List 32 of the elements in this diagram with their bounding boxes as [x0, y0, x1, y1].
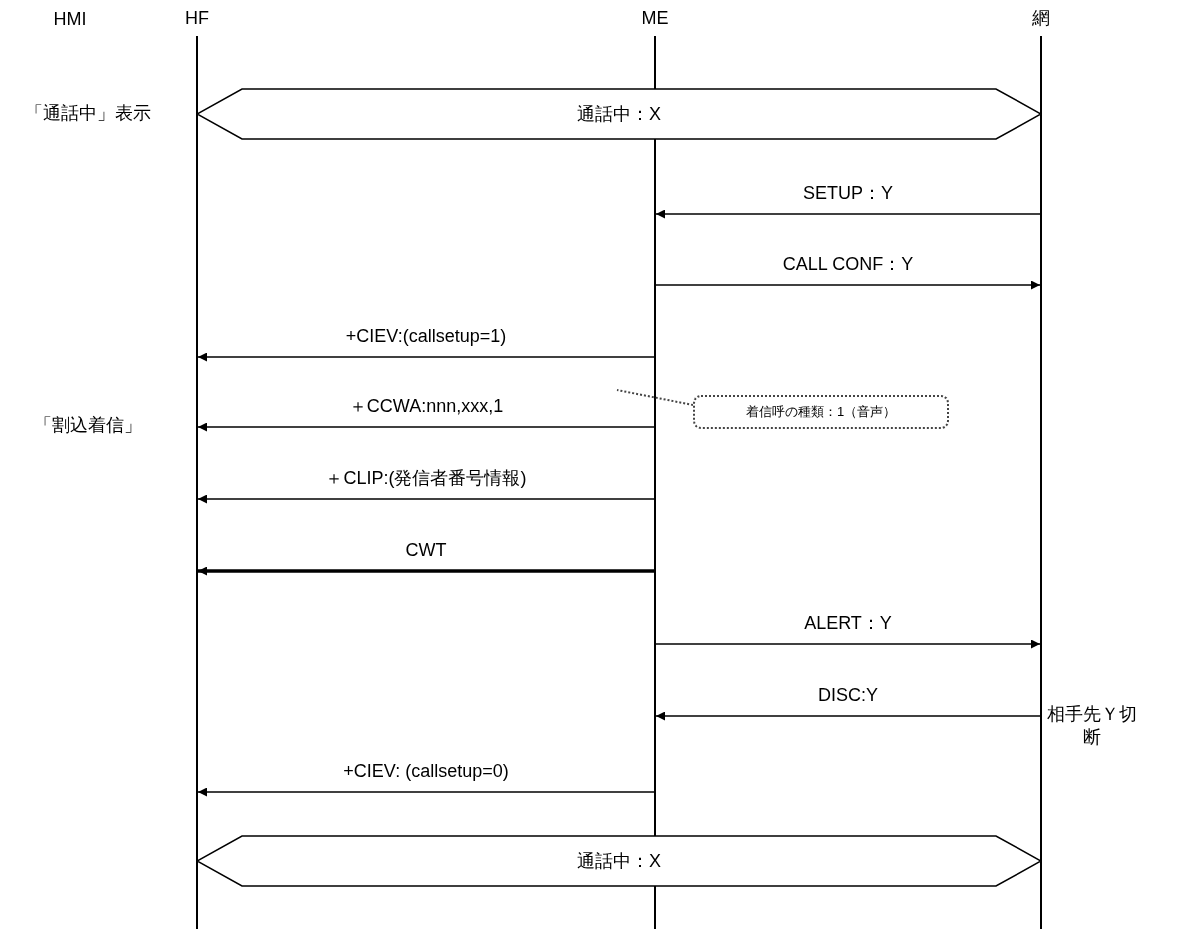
- leader-line: [616, 389, 694, 406]
- edge-label: CALL CONF：Y: [781, 255, 915, 273]
- message-arrow: [655, 711, 1041, 721]
- message-arrow: [197, 494, 655, 504]
- message-arrow: [655, 639, 1041, 649]
- message-arrow: [198, 566, 654, 576]
- lifeline-label: HF: [184, 9, 210, 27]
- lifeline: [196, 36, 198, 929]
- edge-label: ALERT：Y: [803, 614, 893, 632]
- edge-label: SETUP：Y: [802, 184, 894, 202]
- edge-label: CWT: [404, 541, 448, 559]
- message-arrow: [655, 209, 1041, 219]
- edge-label: ＋CCWA:nnn,xxx,1: [347, 397, 505, 415]
- state-note: 「通話中」表示: [23, 102, 152, 125]
- event-note: 相手先Ｙ切断: [1047, 703, 1137, 750]
- event-note: 「割込着信」: [32, 414, 143, 437]
- actor-label: HMI: [52, 8, 88, 31]
- lifeline-label: ME: [640, 9, 670, 27]
- state-band: 通話中：X: [197, 835, 1041, 887]
- edge-label: +CIEV: (callsetup=0): [342, 762, 510, 780]
- message-arrow: [197, 352, 655, 362]
- state-band: 通話中：X: [197, 88, 1041, 140]
- lifeline: [654, 36, 656, 929]
- edge-label: +CIEV:(callsetup=1): [344, 327, 508, 345]
- edge-label: DISC:Y: [817, 686, 879, 704]
- message-arrow: [197, 422, 655, 432]
- note-callout: 着信呼の種類：1（音声）: [693, 395, 949, 429]
- lifeline-label: 網: [1031, 9, 1051, 27]
- lifeline: [1040, 36, 1042, 929]
- message-arrow: [197, 787, 655, 797]
- edge-label: ＋CLIP:(発信者番号情報): [324, 469, 528, 487]
- message-arrow: [655, 280, 1041, 290]
